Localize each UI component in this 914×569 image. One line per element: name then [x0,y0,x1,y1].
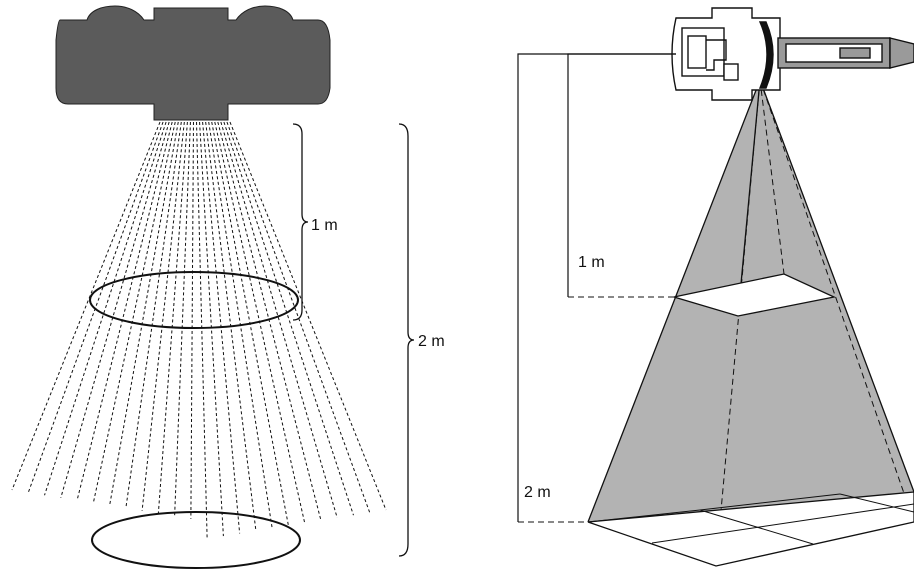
tube-left-inner [687,35,707,69]
bracket-1m [292,123,309,321]
grid-cell-divider-b [651,503,914,544]
pyramid-right-hidden-edge [759,79,914,523]
beam-line [27,121,164,493]
beam-line [226,121,371,513]
grid-cell-divider-c [699,509,814,545]
right-figure: 1 m 2 m [517,7,914,567]
beam-line [157,121,188,514]
distance-label-1m-left: 1 m [311,217,338,234]
x-ray-tube [671,7,914,101]
beam-cross-section-2m [587,491,914,567]
beam-cross-section-1m [89,271,299,329]
beam-cross-section-1m [673,273,837,317]
grid-cell-divider-d [839,493,914,513]
beam-line [223,121,354,516]
beam-line [174,121,191,517]
beam-line [11,121,161,491]
beam-line [109,121,179,506]
tube-anode-cap [889,37,914,69]
pyramid-inner-edge [759,79,785,275]
diverging-beam-lines [11,121,387,539]
beam-line [202,121,241,534]
distance-label-1m-right: 1 m [578,254,605,271]
beam-line [141,121,185,511]
beam-line [196,121,208,539]
beam-line [190,121,194,519]
beam-line [76,121,173,501]
beam-cross-section-2m [91,511,301,569]
beam-line [125,121,182,509]
beam-line [217,121,322,521]
distance-label-2m-left: 2 m [418,333,445,350]
beam-line [44,121,167,496]
beam-line [229,121,387,511]
tube-cathode [706,39,727,71]
beam-line [60,121,170,498]
pyramid-right-edge [759,79,914,493]
tube-cathode-cup [723,63,739,81]
distance-label-2m-right: 2 m [524,484,551,501]
distance-line-2m [517,53,676,522]
left-figure: 1 m 2 m [11,5,445,569]
beam-line [92,121,176,504]
pyramid-back-edge [715,79,761,567]
pyramid-left-edge [587,79,761,523]
bracket-2m [398,123,415,557]
beam-line [220,121,338,518]
radiation-source-housing [55,5,331,121]
pyramid-front-edge [737,79,761,317]
tube-anode-disc [758,21,774,89]
tube-anode-core [839,47,871,59]
beam-line [199,121,224,537]
